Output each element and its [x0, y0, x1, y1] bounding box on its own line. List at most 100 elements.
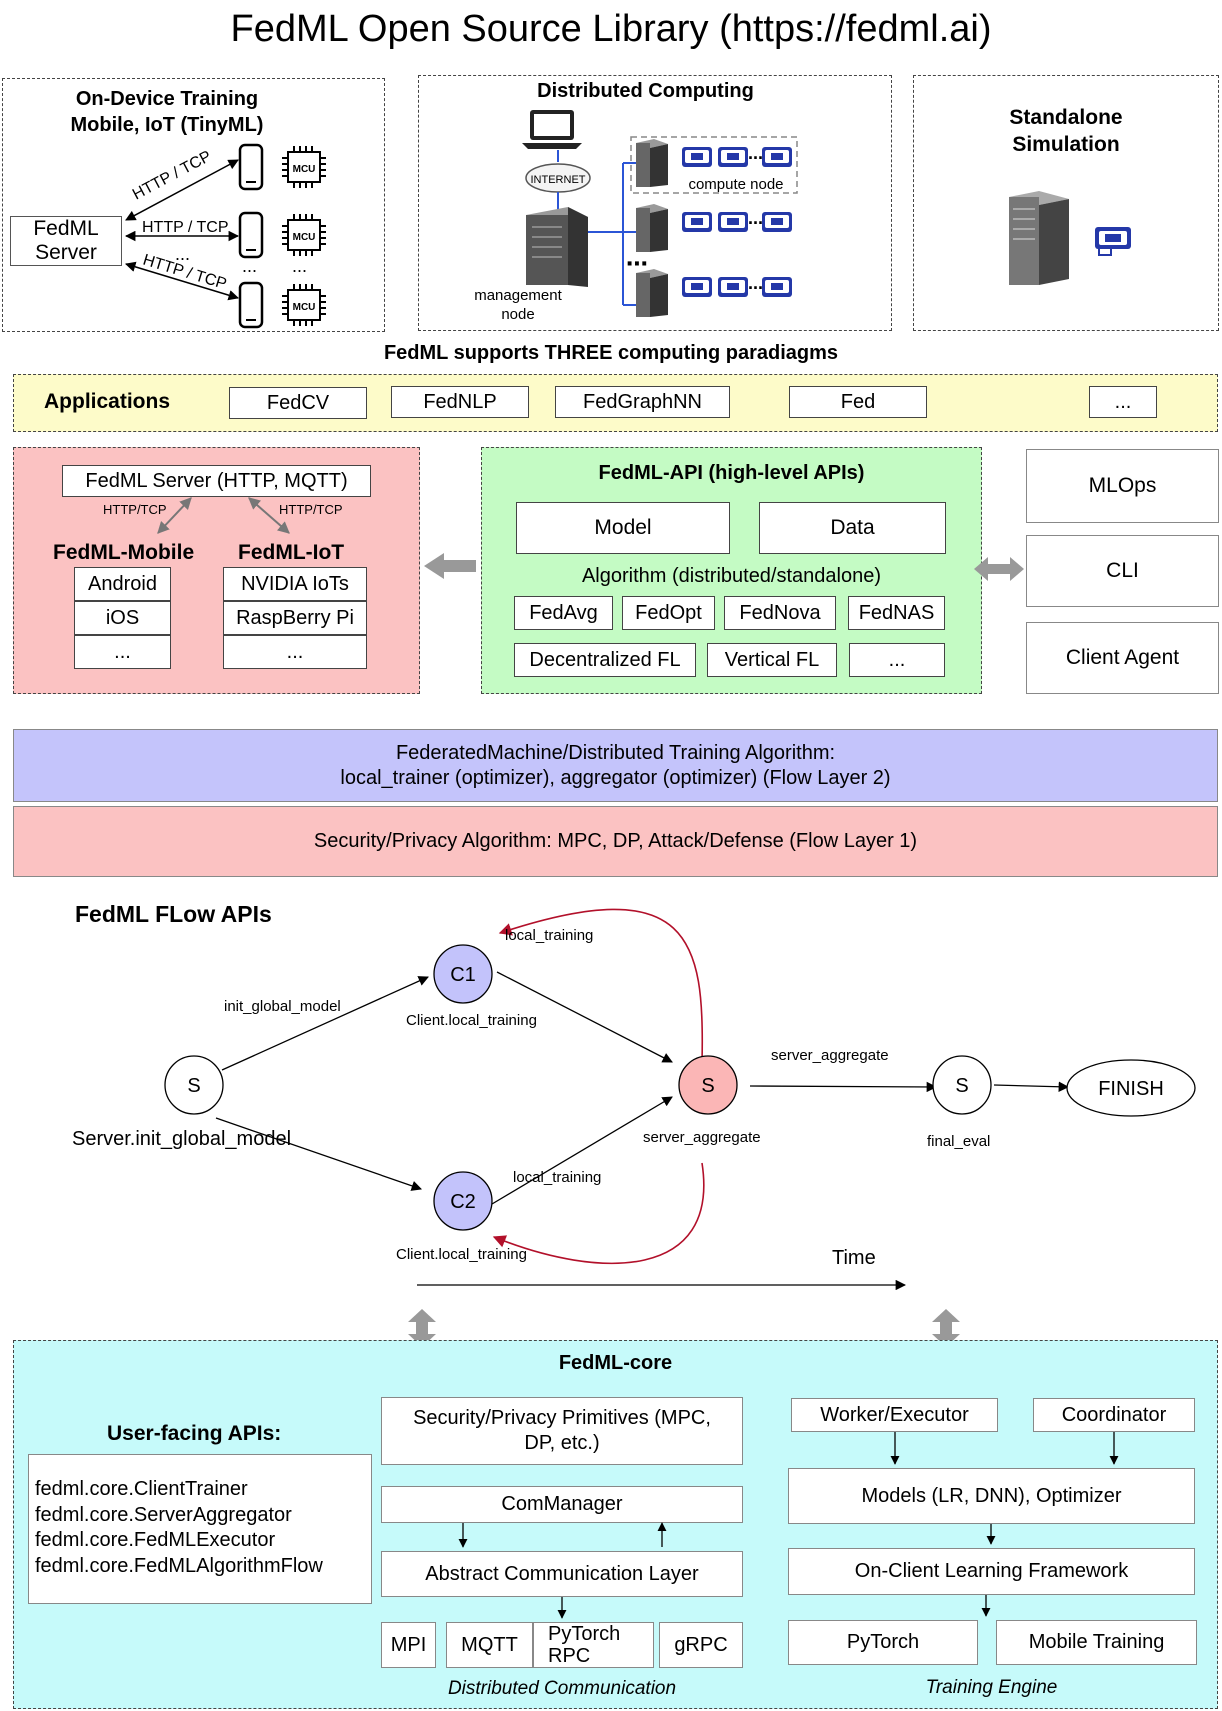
standalone-subtitle: Simulation [1012, 133, 1120, 156]
mobile-title: FedML-Mobile [53, 541, 195, 564]
management-server-icon [526, 207, 588, 287]
user-api-item: fedml.core.FedMLAlgorithmFlow [35, 1554, 323, 1577]
c2-edge-label: local_training [513, 1169, 601, 1186]
app-fedgraphnn: FedGraphNN [555, 386, 730, 418]
page-title: FedML Open Source Library (https://fedml… [230, 8, 992, 50]
mobile-item-android: Android [74, 567, 171, 601]
mobile-server-box: FedML Server (HTTP, MQTT) [62, 465, 371, 497]
distributed-panel [418, 75, 892, 331]
algo-more: ... [849, 643, 945, 677]
c1-caption: Client.local_training [406, 1012, 537, 1029]
user-api-item: fedml.core.FedMLExecutor [35, 1529, 276, 1551]
app-fedcv: FedCV [229, 387, 367, 419]
flow-layer1-box: Security/Privacy Algorithm: MPC, DP, Att… [13, 806, 1218, 877]
flow-node-aggregate: S [678, 1055, 738, 1115]
distributed-diagram: INTERNET management node compute node ⋯ [474, 110, 798, 323]
mobile-training-box: Mobile Training [996, 1620, 1197, 1665]
flow-node-c1-label: C1 [450, 964, 476, 986]
up-down-arrow-icon [932, 1309, 960, 1347]
app-more: ... [1089, 386, 1157, 418]
flow-node-server: S [164, 1055, 224, 1115]
ops-client-agent: Client Agent [1026, 622, 1219, 694]
on-device-subtitle: Mobile, IoT (TinyML) [70, 114, 264, 136]
api-title: FedML-API (high-level APIs) [598, 462, 865, 484]
internet-label: INTERNET [531, 174, 586, 186]
standalone-title: Standalone [1009, 106, 1123, 129]
mobile-item-ios: iOS [74, 601, 171, 635]
gpu-card-icon [762, 277, 792, 297]
on-device-title: On-Device Training [75, 88, 259, 110]
flow-layer2-box: FederatedMachine/Distributed Training Al… [13, 729, 1218, 802]
algo-decentralized: Decentralized FL [514, 643, 696, 677]
loop-c1 [498, 908, 704, 1063]
security-primitives-line1: Security/Privacy Primitives (MPC, [413, 1407, 711, 1429]
iot-item-raspberry: RaspBerry Pi [223, 601, 367, 635]
flow-node-c1: C1 [433, 944, 493, 1004]
comm-pytorch-rpc: PyTorch RPC [533, 1622, 654, 1668]
compute-node-rows: ......... [636, 139, 792, 317]
commanager-box: ComManager [381, 1486, 743, 1523]
security-primitives-line2: DP, etc.) [524, 1432, 600, 1454]
mcu-label: MCU [293, 232, 316, 243]
algo-fedopt: FedOpt [622, 596, 715, 630]
models-optimizer-box: Models (LR, DNN), Optimizer [788, 1468, 1195, 1524]
flow-node-finish-label: FINISH [1098, 1078, 1164, 1100]
flow-title: FedML FLow APIs [75, 901, 272, 927]
gpu-card-icon [718, 277, 748, 297]
laptop-icon [522, 110, 582, 149]
paradigms-caption: FedML supports THREE computing paradiagm… [383, 342, 839, 364]
standalone-diagram [1009, 191, 1131, 285]
app-fed: Fed [789, 386, 927, 418]
engine-caption: Training Engine [925, 1677, 1058, 1698]
core-title: FedML-core [558, 1352, 673, 1374]
ops-mlops: MLOps [1026, 449, 1219, 523]
flow-node-server-label: S [187, 1075, 200, 1097]
server-node-caption: Server.init_global_model [72, 1128, 291, 1150]
compute-server-icon [636, 269, 668, 317]
compute-server-icon [636, 204, 668, 252]
core-arrows [458, 1432, 1119, 1619]
dots-gpus: ... [748, 208, 763, 228]
double-gray-arrow-icon [974, 557, 1024, 581]
gpu-card-icon [682, 212, 712, 232]
edge-eval-finish [993, 1081, 1070, 1092]
flow-layer2-line1: FederatedMachine/Distributed Training Al… [395, 741, 836, 764]
eval-caption: final_eval [927, 1133, 990, 1150]
flow-node-aggregate-label: S [701, 1075, 714, 1097]
flow-layer1-label: Security/Privacy Algorithm: MPC, DP, Att… [313, 830, 918, 852]
api-data: Data [759, 502, 946, 554]
distributed-title: Distributed Computing [537, 80, 754, 102]
abstract-comm-box: Abstract Communication Layer [381, 1551, 743, 1597]
left-gray-arrow-icon [424, 553, 476, 579]
pytorch-box: PyTorch [788, 1620, 978, 1665]
algo-vertical: Vertical FL [707, 643, 837, 677]
loop-c2 [492, 1162, 705, 1265]
mcu-label: MCU [293, 164, 316, 175]
gpu-card-icon [762, 212, 792, 232]
comm-grpc: gRPC [659, 1622, 743, 1668]
flow-node-c2: C2 [433, 1171, 493, 1231]
aggregate-edge-label: server_aggregate [771, 1047, 889, 1064]
user-api-item: fedml.core.ClientTrainer [35, 1478, 248, 1500]
aggregate-caption: server_aggregate [643, 1129, 761, 1146]
security-primitives-box: Security/Privacy Primitives (MPC, DP, et… [381, 1397, 743, 1465]
management-label-line2: node [501, 306, 534, 323]
user-apis-box: fedml.core.ClientTrainer fedml.core.Serv… [28, 1454, 372, 1604]
mcu-label: MCU [293, 302, 316, 313]
gpu-card-icon [682, 277, 712, 297]
comm-caption: Distributed Communication [447, 1678, 677, 1699]
ops-cli: CLI [1026, 535, 1219, 607]
flow-diagram: S C1 C2 S S FINISH init_global_model Ser… [72, 908, 1196, 1291]
iot-link-label: HTTP/TCP [279, 502, 343, 517]
algo-fednas: FedNAS [848, 596, 945, 630]
dots-phones: ... [242, 256, 257, 276]
flow-node-eval-label: S [955, 1075, 968, 1097]
on-client-framework-box: On-Client Learning Framework [788, 1548, 1195, 1595]
link-top [125, 159, 239, 221]
dots-gpus: ... [748, 143, 763, 163]
api-algorithm-label: Algorithm (distributed/standalone) [581, 565, 882, 587]
up-down-arrow-icon [408, 1309, 436, 1347]
api-model: Model [516, 502, 730, 554]
phone-icon [238, 143, 264, 191]
on-device-panel [2, 78, 385, 332]
